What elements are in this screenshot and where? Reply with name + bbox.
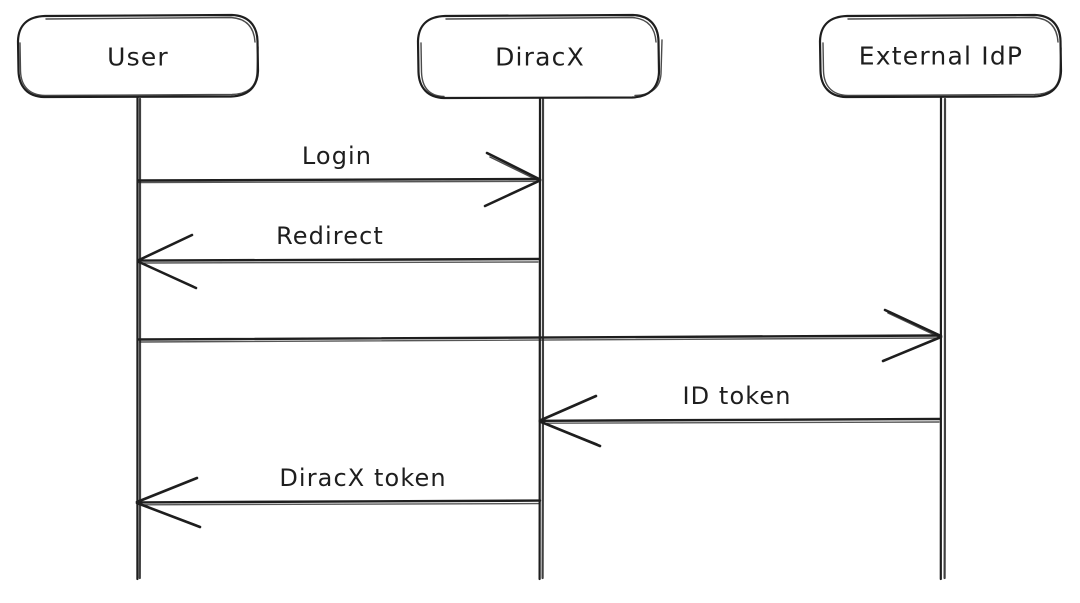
participant-label-external-idp: External IdP bbox=[858, 41, 1024, 71]
lifeline-diracx bbox=[538, 96, 545, 581]
participant-box-diracx[interactable] bbox=[416, 13, 663, 100]
lifeline-external-idp bbox=[939, 95, 947, 581]
message-arrow-diracx-token[interactable] bbox=[135, 476, 542, 529]
message-arrow-id-token[interactable] bbox=[538, 394, 942, 448]
participant-box-user[interactable] bbox=[16, 13, 260, 99]
participant-label-diracx: DiracX bbox=[495, 42, 585, 72]
message-label-login: Login bbox=[301, 142, 373, 170]
message-arrow-login[interactable] bbox=[136, 151, 542, 208]
message-label-redirect: Redirect bbox=[276, 222, 384, 250]
message-arrow-user-to-idp[interactable] bbox=[137, 308, 943, 363]
participant-label-user: User bbox=[107, 42, 169, 72]
message-label-id-token: ID token bbox=[682, 382, 792, 410]
message-arrow-redirect[interactable] bbox=[136, 233, 541, 290]
lifeline-user bbox=[136, 95, 142, 581]
message-label-diracx-token: DiracX token bbox=[279, 464, 447, 492]
participant-box-external-idp[interactable] bbox=[818, 13, 1063, 99]
